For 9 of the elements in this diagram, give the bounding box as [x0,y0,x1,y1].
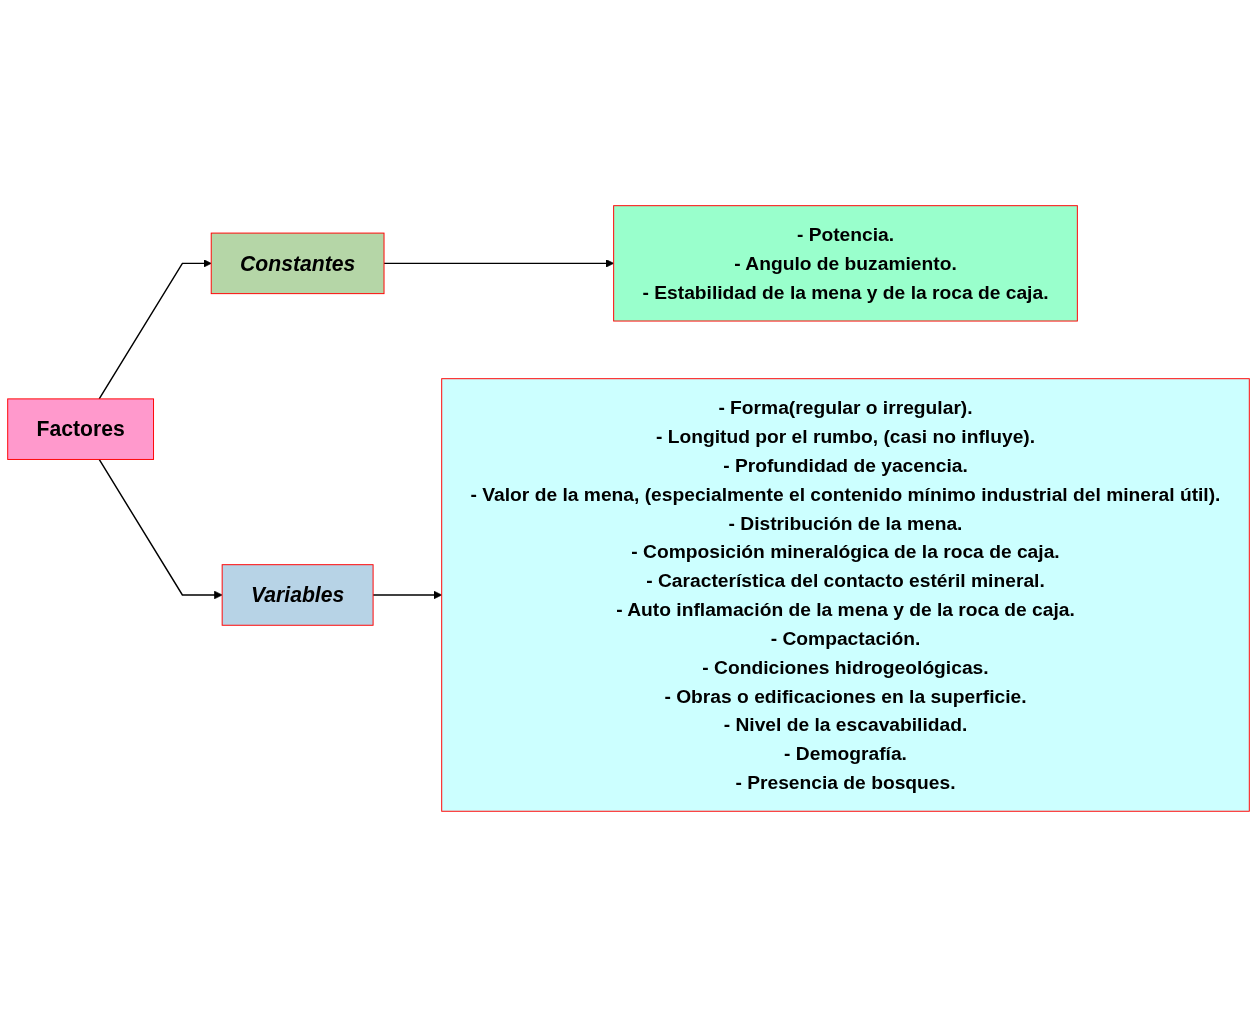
node-box: Factores [7,397,154,460]
node-box: Variables [221,563,374,626]
node-box: - Potencia. - Angulo de buzamiento. - Estabilidad de la mena y de la roca de caja. [613,204,1078,322]
arrow [372,590,443,599]
arrow [98,258,212,400]
arrow [98,458,223,599]
node-box: Constantes [210,232,385,294]
node-box: - Forma(regular o irregular). - Longitud por el rumbo, (casi no influye). - Profundidad de yacencia. - Valor de la mena, (especialmente el contenido mínimo industrial del mineral útil). - Distribución de la mena. - Composición mineralógica de la roca de caja. - Característica del contacto estéril mineral. - Auto inflamación de la mena y de la roca de caja. - Compactación. - Condiciones hidrogeológicas. - Obras o edificaciones en la superficie. - Nivel de la escavabilidad. - Demografía. - Presencia de bosques. [441,377,1250,812]
arrow [383,258,615,268]
